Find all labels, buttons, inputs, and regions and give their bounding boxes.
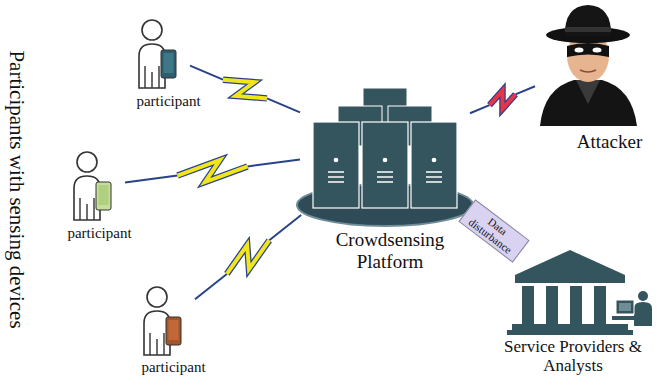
node-label: participant [141, 359, 205, 376]
participant-node: participant [135, 18, 190, 90]
participant-node: participant [140, 285, 195, 357]
node-label: participant [67, 225, 131, 242]
participant-node: participant [70, 150, 125, 222]
edge-tag: Data disturbance [459, 200, 530, 263]
bolt-outline [227, 240, 269, 274]
lightning-link [125, 160, 300, 183]
bolt-outline [178, 160, 248, 182]
bolt-fill [227, 240, 269, 274]
attacker-node: Attacker [535, 2, 640, 127]
server-cluster [297, 88, 473, 226]
lightning-link [190, 66, 300, 113]
person-icon [139, 20, 176, 88]
bolt-fill [178, 160, 248, 182]
bolt-fill [223, 80, 267, 99]
lightning-link [195, 215, 301, 299]
institution-building [507, 250, 652, 335]
bolt-outline [223, 80, 267, 99]
bolt-fill [490, 91, 516, 109]
side-caption: Participants with sensing devices [4, 50, 29, 328]
node-label: Service Providers & Analysts [499, 337, 647, 375]
link-line [195, 215, 301, 299]
link-line [470, 86, 535, 113]
link-line [190, 66, 300, 113]
platform-node: Crowdsensing Platform [300, 82, 470, 215]
person-icon [144, 287, 181, 355]
node-label: Crowdsensing Platform [315, 229, 465, 273]
node-label: Attacker [577, 131, 642, 153]
attacker-figure [540, 5, 637, 126]
node-label: participant [136, 93, 200, 110]
lightning-link [470, 86, 535, 113]
service-node: Service Providers & Analysts [515, 250, 635, 335]
person-icon [74, 152, 111, 220]
bolt-outline [490, 91, 516, 109]
link-line [125, 160, 300, 183]
